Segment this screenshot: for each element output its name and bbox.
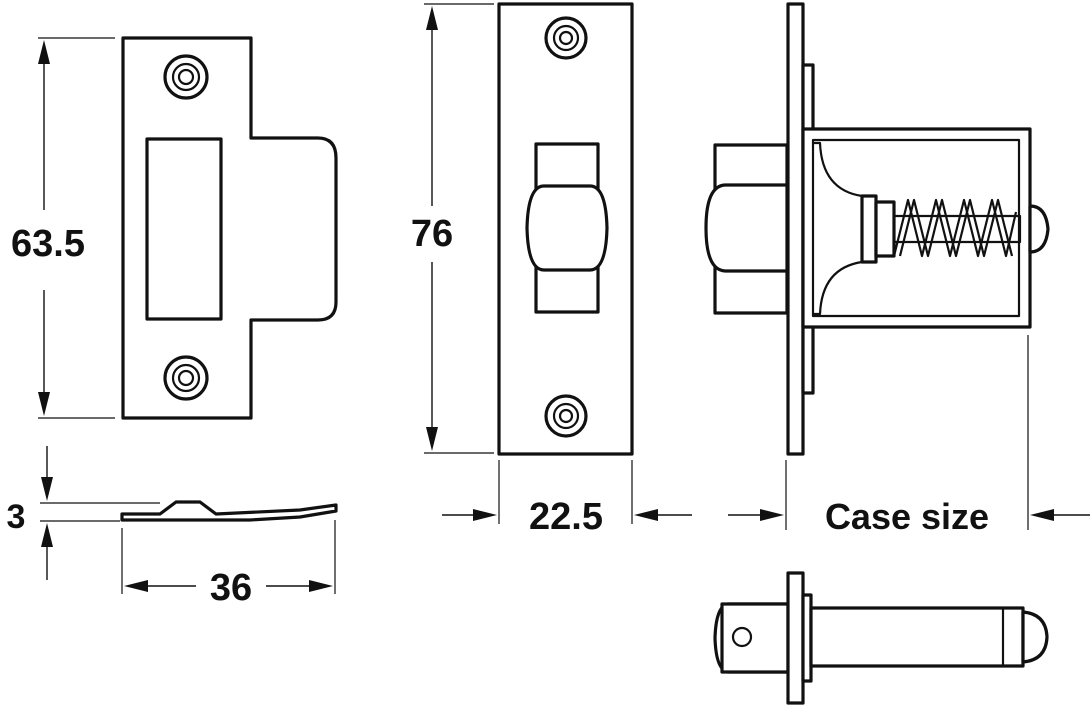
dimension-strike-height	[38, 37, 115, 419]
dimension-strike-thickness	[40, 446, 160, 580]
dimension-strike-width	[121, 520, 336, 594]
latch-side-view	[704, 2, 1050, 456]
latch-faceplate-front-view	[497, 2, 634, 456]
screw-hole-top	[544, 16, 588, 60]
screw-hole-top	[163, 54, 209, 100]
dimension-case-size	[728, 335, 1090, 530]
strike-plate-side-view	[120, 500, 338, 522]
latch-plan-view	[713, 571, 1049, 705]
screw-hole-bottom	[544, 394, 588, 438]
label-strike-width: 36	[210, 567, 252, 609]
dimension-faceplate-width	[442, 460, 692, 524]
label-case-size: Case size	[825, 496, 989, 537]
label-faceplate-height: 76	[411, 213, 453, 255]
dimension-faceplate-height	[424, 3, 494, 454]
label-strike-thickness: 3	[7, 498, 26, 536]
screw-hole-bottom	[163, 355, 209, 401]
label-faceplate-width: 22.5	[529, 496, 603, 538]
label-strike-height: 63.5	[11, 223, 85, 265]
strike-plate-front-view	[121, 36, 338, 420]
